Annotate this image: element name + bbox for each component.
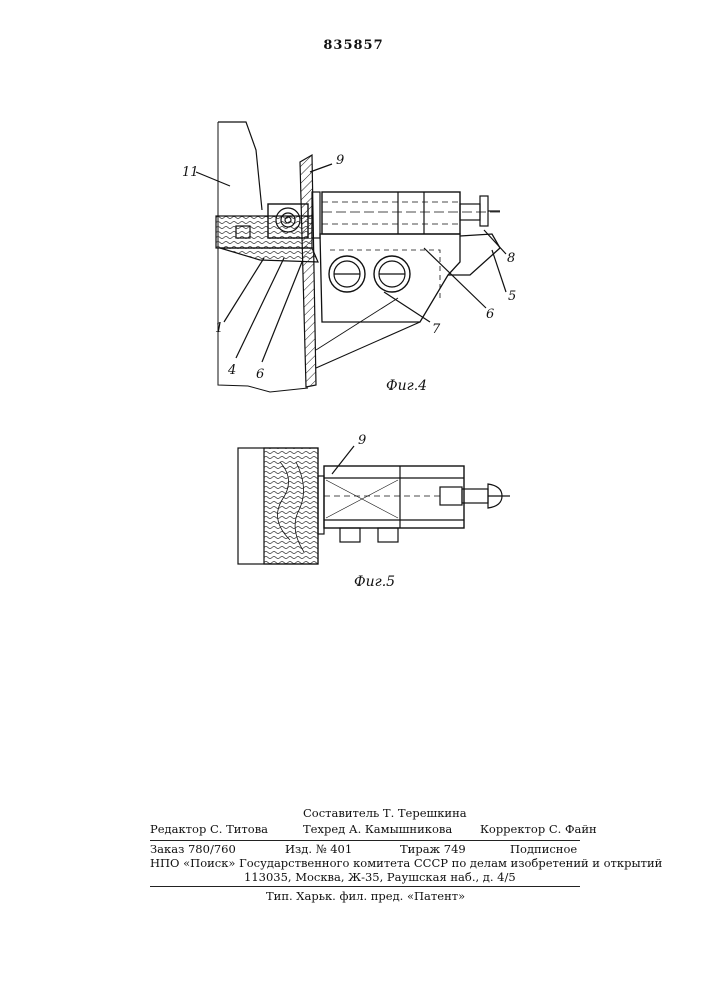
compiler: Составитель Т. Терешкина <box>303 806 467 820</box>
printer: Тип. Харьк. фил. пред. «Патент» <box>266 889 465 903</box>
divider-bottom <box>150 886 580 887</box>
corrector: Корректор С. Файн <box>480 822 597 836</box>
divider-top <box>150 840 580 841</box>
organization: НПО «Поиск» Государственного комитета СС… <box>150 856 662 870</box>
subscription: Подписное <box>510 842 577 856</box>
tech-editor: Техред А. Камышникова <box>303 822 452 836</box>
order: Заказ 780/760 <box>150 842 236 856</box>
editor: Редактор С. Титова <box>150 822 268 836</box>
address: 113035, Москва, Ж-35, Раушская наб., д. … <box>244 870 516 884</box>
circulation: Тираж 749 <box>400 842 466 856</box>
edition: Изд. № 401 <box>285 842 352 856</box>
